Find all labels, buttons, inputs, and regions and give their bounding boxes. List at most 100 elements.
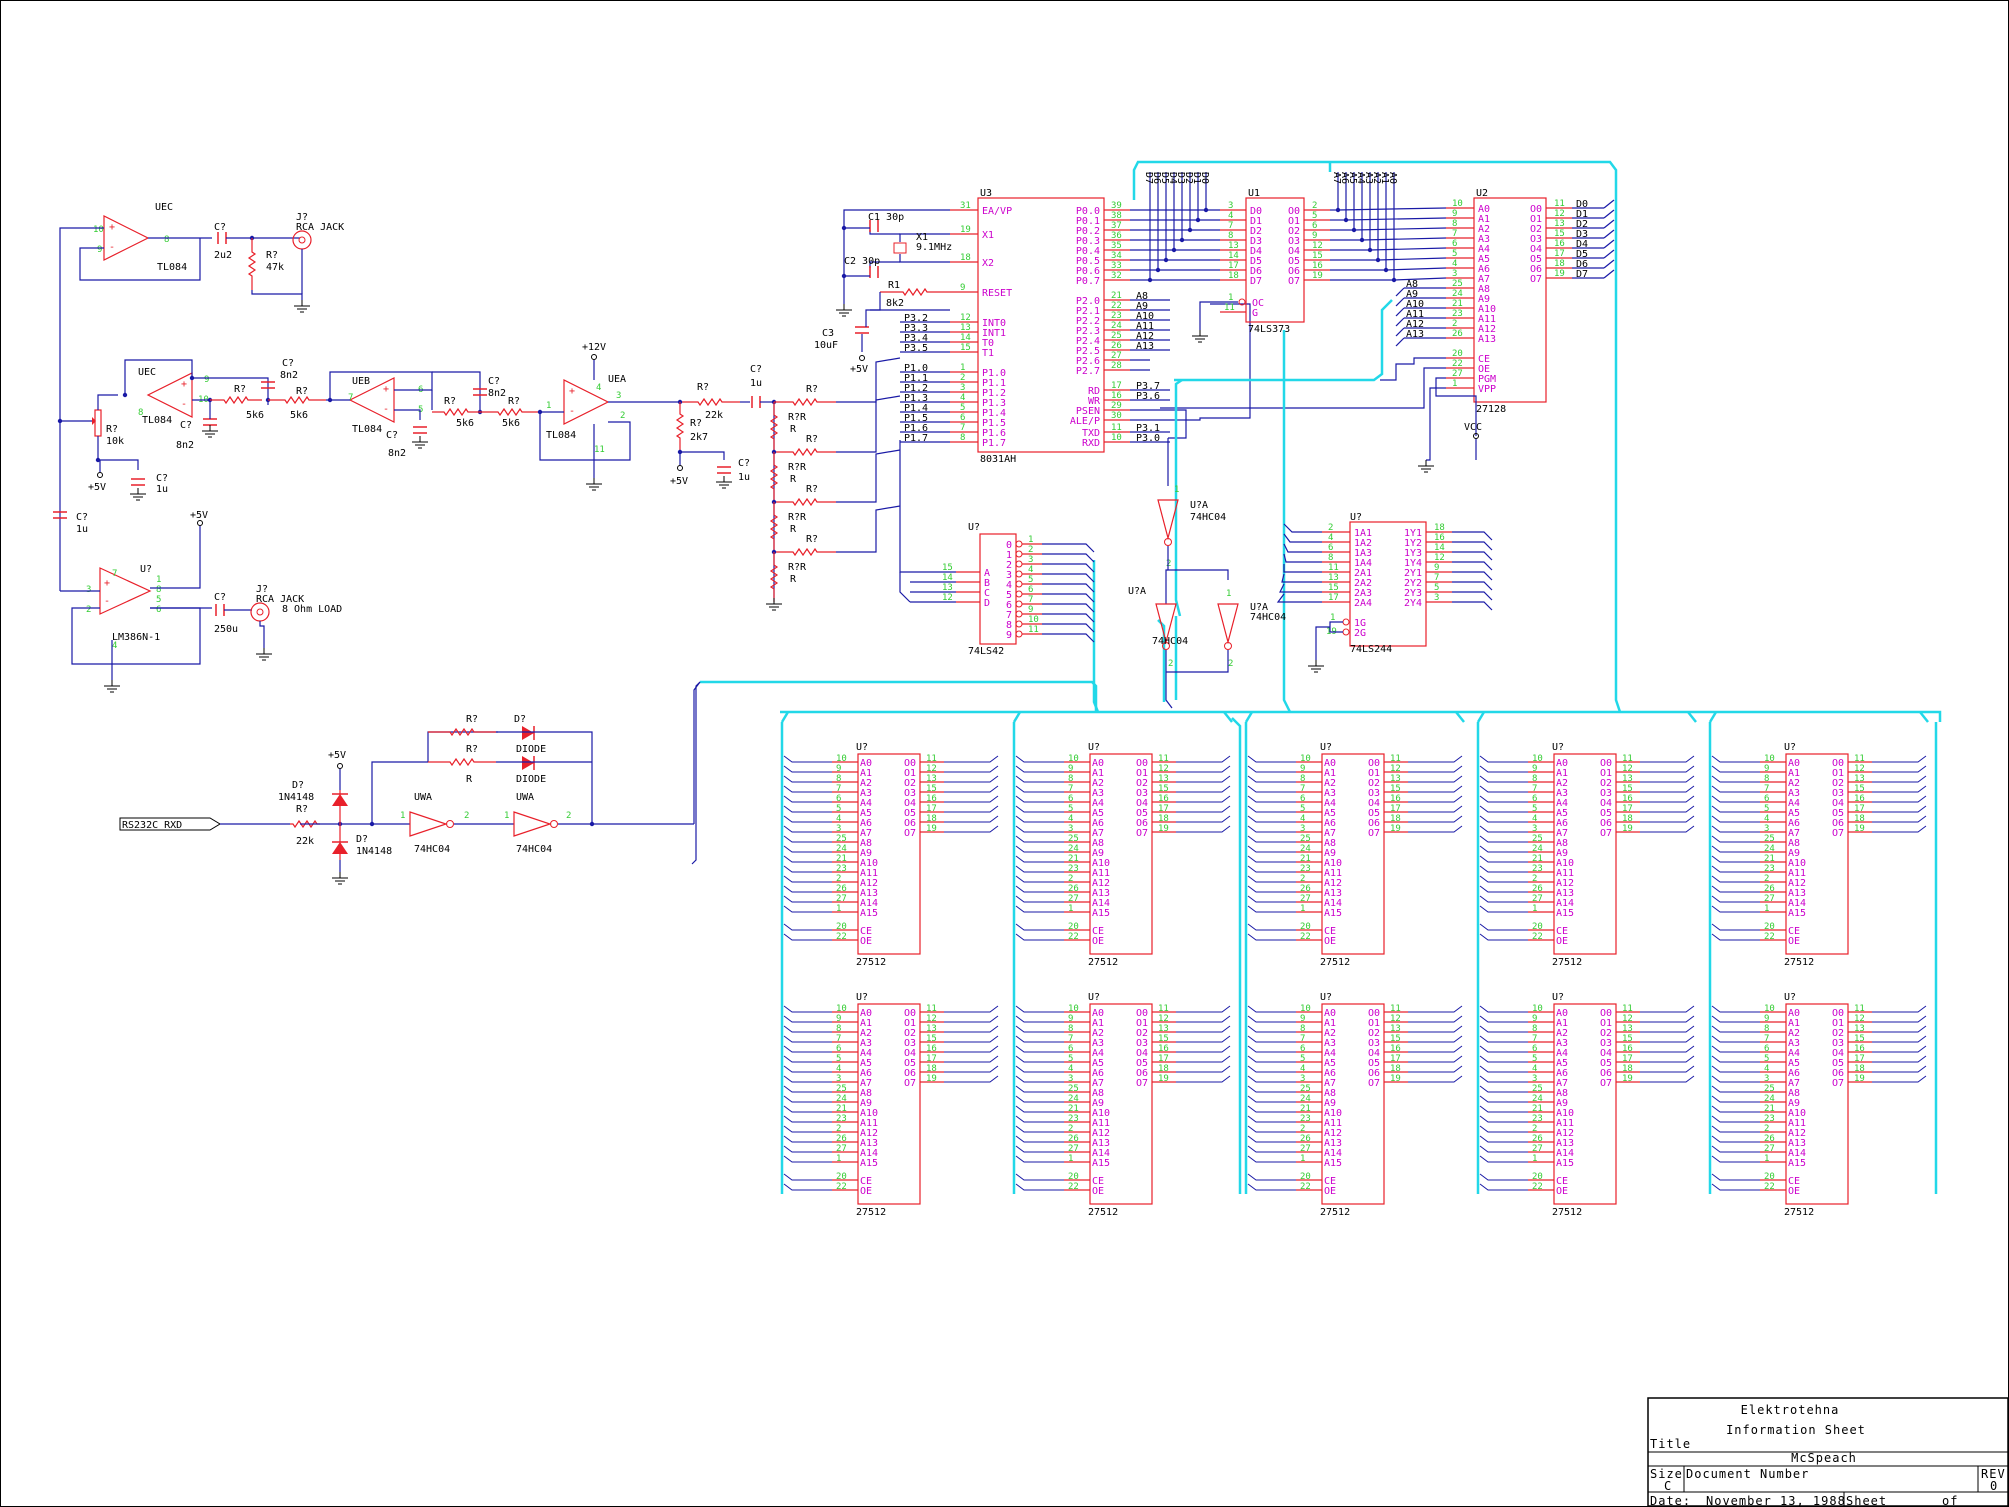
pin-num: 18: [1622, 814, 1633, 824]
pin-label: A13: [1556, 1138, 1574, 1149]
pin-label: A7: [1092, 1078, 1104, 1089]
wire: [1479, 1105, 1528, 1113]
wire: [1015, 825, 1064, 833]
pin-num: 15: [1158, 784, 1169, 794]
pin-label: O7: [1600, 828, 1612, 839]
opamp-plus: +: [104, 578, 110, 589]
resistor: [428, 727, 496, 737]
wire: [1479, 1035, 1528, 1043]
pin-num: 38: [1111, 211, 1122, 221]
pin-num: 13: [960, 323, 971, 333]
wire: [1872, 1015, 1927, 1023]
title-block-company: Elektrotehna: [1741, 1403, 1840, 1417]
wire: [1247, 1115, 1296, 1123]
wire: [1166, 650, 1229, 673]
ref: C?: [180, 420, 192, 431]
pin-label: A5: [1092, 808, 1104, 819]
pin-label: A9: [1324, 1098, 1336, 1109]
wire: [1603, 269, 1615, 279]
pin-label: A13: [1092, 888, 1110, 899]
pin-num: 6: [1532, 1044, 1537, 1054]
pin-num: 17: [1554, 249, 1565, 259]
value: 8k2: [886, 298, 904, 309]
resistor: [774, 397, 836, 407]
pin-label: P0.1: [1076, 216, 1100, 227]
pin-label: A0: [1092, 1008, 1104, 1019]
ref: C?: [750, 364, 762, 375]
resistor: [880, 287, 950, 297]
wire: [1283, 543, 1322, 553]
pin-num: 7: [1300, 1034, 1305, 1044]
chip-part: 27128: [1476, 404, 1506, 415]
pin-label: A2: [860, 778, 872, 789]
pin-label: A9: [1788, 848, 1800, 859]
pin-label: O5: [1832, 1058, 1844, 1069]
pin-label: O0: [1600, 758, 1612, 769]
pin-num: 26: [836, 884, 847, 894]
pin-label: C: [984, 588, 990, 599]
wire: [1176, 1015, 1231, 1023]
pin-num: 20: [1068, 1172, 1079, 1182]
wire: [1247, 865, 1296, 873]
pin-label: A6: [1092, 818, 1104, 829]
pin-label: P2.6: [1076, 356, 1100, 367]
pin-num: 10: [1111, 433, 1122, 443]
eprom-chip: [1785, 1003, 1849, 1205]
wire: [1015, 1183, 1064, 1191]
pin-label: A10: [1092, 1108, 1110, 1119]
wire: [1015, 1135, 1064, 1143]
pin-num: 25: [836, 1084, 847, 1094]
wire: [693, 681, 701, 824]
wire: [1479, 1115, 1528, 1123]
wire: [1015, 765, 1064, 773]
wire: [783, 775, 832, 783]
pin-num: 21: [1111, 291, 1122, 301]
wire: [1872, 815, 1927, 823]
pin-num: 6: [1300, 794, 1305, 804]
opamp-uec-top: [103, 215, 150, 261]
wire: [1479, 1055, 1528, 1063]
pin-num: 6: [1312, 221, 1317, 231]
ref: D?: [356, 834, 368, 845]
vcc-terminal: [859, 355, 865, 361]
pin-label: A11: [1324, 868, 1342, 879]
inverter-icon: [409, 811, 448, 837]
net-label: D5: [1576, 249, 1588, 260]
wire: [944, 825, 999, 833]
wire: [1361, 237, 1447, 241]
pin-label: PGM: [1478, 374, 1496, 385]
pin-num: 1: [1300, 1154, 1305, 1164]
wire: [1283, 553, 1322, 563]
wire: [1872, 775, 1927, 783]
pin-label: O5: [1600, 808, 1612, 819]
pin-num: 9: [1764, 764, 1769, 774]
wire: [1872, 1045, 1927, 1053]
pin-label: A5: [1092, 1058, 1104, 1069]
wire: [496, 731, 593, 824]
wire: [783, 1025, 832, 1033]
chip-part: 74LS373: [1248, 324, 1290, 335]
pin-num: 5: [836, 1054, 841, 1064]
pin-num: 4: [1028, 565, 1033, 575]
supply-label: +12V: [582, 342, 606, 353]
pin-label: CE: [1556, 926, 1568, 937]
pin-label: P1.0: [982, 368, 1006, 379]
pin-label: G: [1252, 308, 1258, 319]
wire: [1015, 905, 1064, 913]
pin-label: O1: [1136, 1018, 1148, 1029]
net-label: A8: [1136, 291, 1148, 302]
pin-label: A1: [1478, 214, 1490, 225]
pin-label: 4: [1006, 580, 1012, 591]
pin-num: 4: [1532, 814, 1537, 824]
pin-num: 16: [1111, 391, 1122, 401]
wire: [1395, 307, 1405, 317]
chip-ref: U?: [1320, 742, 1332, 753]
pin-label: O2: [1832, 1028, 1844, 1039]
net-label: P1.1: [904, 373, 928, 384]
pin-label: O2: [1600, 1028, 1612, 1039]
wire: [1160, 367, 1446, 409]
pin-num: 13: [1228, 241, 1239, 251]
pin-num: 22: [1300, 932, 1311, 942]
pin-num: 26: [1111, 341, 1122, 351]
